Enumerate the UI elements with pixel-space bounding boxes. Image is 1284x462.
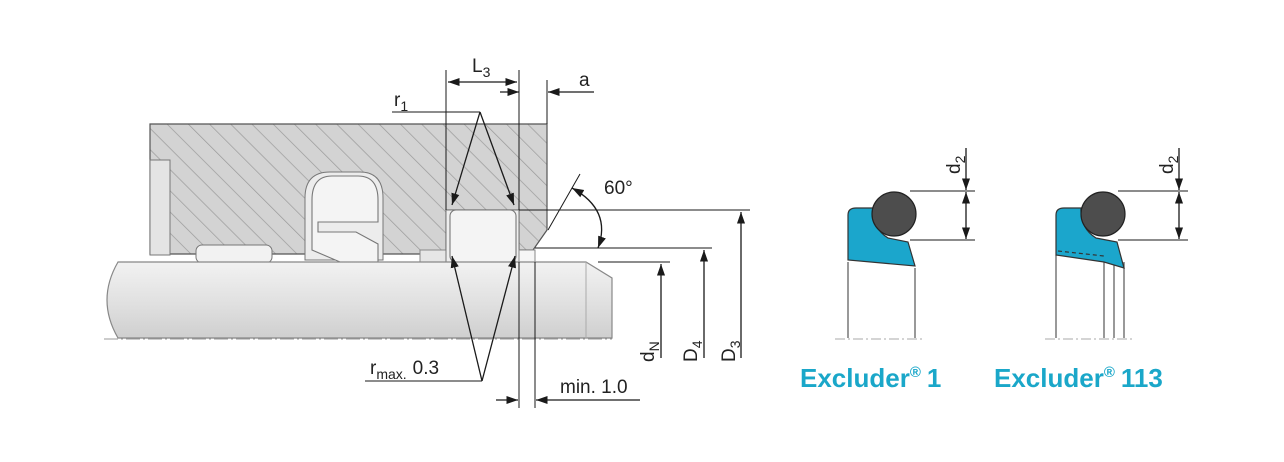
dimension-d3: D3 bbox=[519, 209, 750, 362]
dimension-d4: D4 bbox=[535, 247, 712, 362]
r1-label: r1 bbox=[394, 90, 408, 114]
dimension-r1: r1 bbox=[392, 90, 515, 206]
angle-label: 60° bbox=[604, 178, 633, 199]
dimension-dn: dN bbox=[598, 261, 670, 362]
a-label: a bbox=[579, 70, 590, 91]
d2-left-label: d2 bbox=[944, 155, 968, 174]
dn-label: dN bbox=[638, 341, 662, 362]
rmax-label: rmax.0.3 bbox=[370, 358, 439, 382]
dimension-rmax: rmax.0.3 bbox=[365, 255, 516, 382]
dimension-angle: 60° bbox=[547, 173, 633, 249]
product-label-excluder-113: Excluder®113 bbox=[994, 363, 1163, 393]
l3-label: L3 bbox=[472, 56, 491, 80]
dimension-min: min. 1.0 bbox=[496, 262, 640, 408]
d3-label: D3 bbox=[719, 340, 743, 362]
excluder-1-oring bbox=[871, 191, 917, 237]
guide-strip bbox=[195, 244, 273, 264]
piston-rod bbox=[104, 261, 613, 340]
rod-seal bbox=[311, 175, 379, 263]
excluder-113-section: d2 bbox=[1045, 148, 1188, 340]
housing bbox=[149, 123, 548, 264]
min-label: min. 1.0 bbox=[560, 377, 628, 398]
dimension-a: a bbox=[500, 70, 594, 124]
d2-right-label: d2 bbox=[1157, 155, 1181, 174]
product-label-excluder-1: Excluder®1 bbox=[800, 363, 941, 393]
dimension-l3: L3 bbox=[445, 56, 520, 210]
wiper-seal bbox=[449, 209, 517, 263]
excluder-1-section: d2 bbox=[835, 148, 975, 340]
excluder-113-oring bbox=[1080, 191, 1126, 237]
d4-label: D4 bbox=[681, 340, 705, 362]
